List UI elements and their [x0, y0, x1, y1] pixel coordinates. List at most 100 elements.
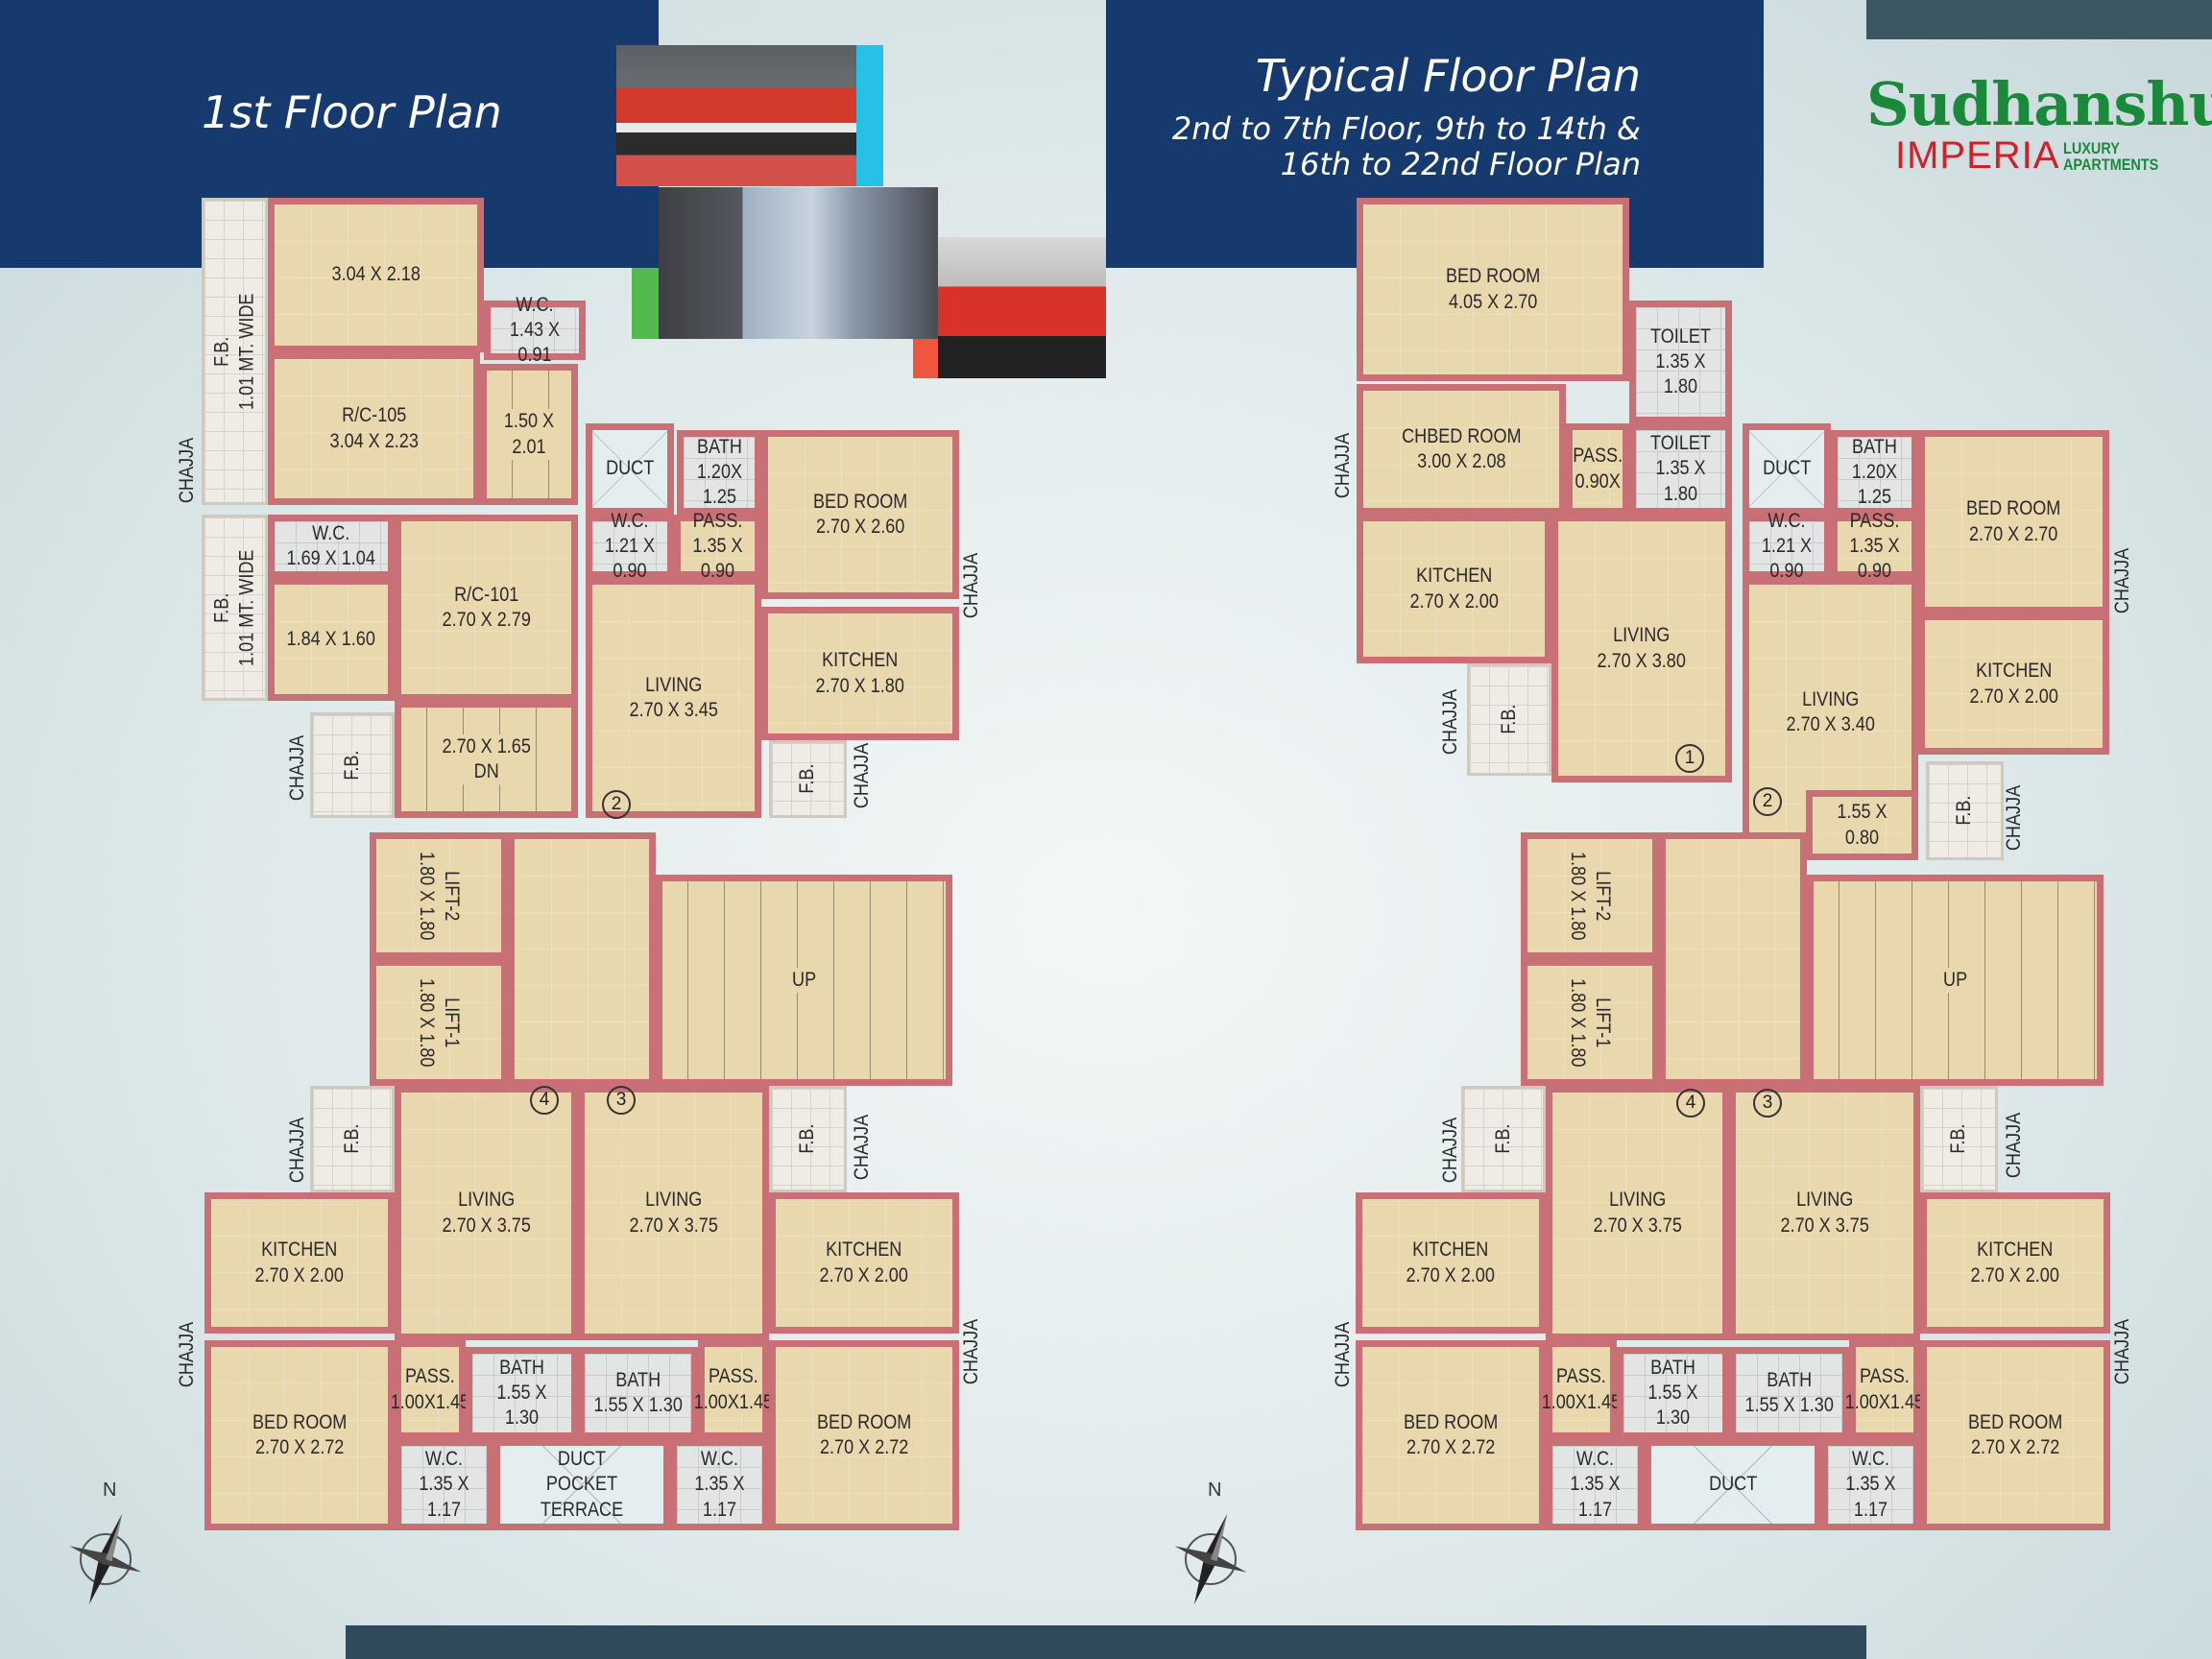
balcony-area: F.B. [769, 740, 847, 818]
room-name: DUCT [557, 1448, 607, 1471]
flat-number-marker: 2 [602, 790, 631, 819]
room-size: 2.70 X 3.75 [442, 1214, 531, 1237]
compass-rose-icon [1174, 1514, 1247, 1604]
room-size: 1.35 X 1.80 [1655, 457, 1706, 505]
room-name: KITCHEN [1412, 1238, 1489, 1262]
room: PASS.1.35 X 0.90 [1831, 510, 1918, 582]
room-name: W.C. [700, 1448, 739, 1471]
room: PASS.1.00X1.45 [391, 1340, 469, 1439]
room-name: LIVING [457, 1189, 516, 1212]
room-name: F.B. [1947, 1123, 1970, 1155]
room-name: KITCHEN [1977, 1238, 2054, 1262]
room-name: F.B. [796, 763, 819, 795]
room-size: 1.35 X 1.80 [1655, 349, 1706, 398]
room-size: 2.70 X 2.00 [1406, 1263, 1496, 1286]
room-size: 3.04 X 2.23 [329, 429, 419, 452]
room-size: 2.70 X 2.72 [254, 1436, 345, 1458]
first-floor-title: 1st Floor Plan [202, 86, 502, 138]
balcony-area: F.B. [1461, 1086, 1546, 1192]
room-size: 1.35 X 0.90 [692, 534, 743, 583]
room-name: BATH [615, 1368, 661, 1391]
compass: N [62, 1479, 149, 1614]
room-name: DUCT [1708, 1473, 1758, 1496]
room-name: W.C. [611, 509, 649, 532]
room-size: 1.35 X 1.17 [1570, 1473, 1621, 1521]
room-name: W.C. [312, 521, 350, 544]
room-name: F.B. [340, 1123, 363, 1155]
chajja-label: CHAJJA [2111, 547, 2133, 614]
room-size: 2.70 X 2.70 [1969, 522, 2058, 545]
room: W.C.1.35 X 1.17 [1821, 1439, 1920, 1530]
room: 1.84 X 1.60 [268, 578, 395, 701]
room [1659, 832, 1807, 1086]
room-name: TOILET [1650, 432, 1711, 455]
room-name: LIVING [1801, 687, 1860, 710]
balcony-area: F.B. [1467, 663, 1551, 776]
room-size: 1.80 X 1.80 [415, 851, 438, 941]
room-name: LIFT-1 [441, 997, 464, 1048]
room-size: 1.80 X 1.80 [1566, 851, 1589, 941]
room-name: LIVING [1795, 1189, 1854, 1212]
room-name: W.C. [424, 1448, 464, 1471]
room-size: 1.69 X 1.04 [286, 547, 376, 569]
room: PASS.1.00X1.45 [694, 1340, 773, 1439]
chajja-label: CHAJJA [1439, 1117, 1461, 1184]
room: DUCT [1645, 1439, 1821, 1530]
room-name: BED ROOM [1403, 1410, 1499, 1433]
flat-number-marker: 2 [1753, 787, 1782, 816]
staircase: 1.50 X 2.01 [480, 364, 578, 505]
accent-strip-red [913, 339, 938, 378]
room-name: UP [1942, 968, 1968, 991]
logo-name: Sudhanshu [1866, 69, 2212, 139]
room-size: 2.70 X 2.79 [442, 609, 531, 631]
room-name: BED ROOM [1445, 265, 1541, 288]
room-size: 1.55 X 1.30 [1647, 1381, 1698, 1430]
room-name: TOILET [1650, 325, 1711, 348]
room-size: 2.70 X 3.80 [1597, 649, 1687, 672]
room-name: W.C. [516, 293, 554, 316]
room-name: BATH [1650, 1356, 1695, 1379]
room-name: R/C-105 [341, 404, 407, 427]
room-name: LIVING [644, 673, 703, 696]
balcony-area: F.B.1.01 MT. WIDE [202, 515, 268, 701]
room-size: 2.70 X 2.00 [1409, 589, 1499, 613]
chajja-label: CHAJJA [176, 437, 198, 504]
living-room-photo [616, 45, 856, 186]
chajja-label: CHAJJA [1332, 432, 1354, 499]
bedroom-photo [659, 187, 938, 339]
room-size: 1.01 MT. WIDE [235, 293, 258, 410]
room: PASS.0.90X [1566, 423, 1629, 515]
room-size: 2.70 X 1.80 [815, 674, 905, 697]
balcony-area: F.B. [310, 712, 395, 818]
room-name: LIVING [1613, 624, 1671, 647]
room: W.C. 1.69 X 1.04 [268, 515, 395, 578]
chajja-label: CHAJJA [1439, 688, 1461, 756]
room: W.C.1.21 X 0.90 [586, 510, 674, 582]
room-name: PASS. [1573, 445, 1623, 468]
flat-number-marker: 1 [1675, 744, 1704, 773]
room: DUCT [1743, 423, 1831, 515]
room-size: 2.70 X 2.00 [254, 1263, 345, 1286]
room-name: F.B. [1953, 795, 1976, 827]
room-size: 2.70 X 3.75 [629, 1214, 718, 1237]
top-right-bar [1866, 0, 2212, 39]
room-size: 1.80 X 1.80 [1566, 977, 1589, 1068]
